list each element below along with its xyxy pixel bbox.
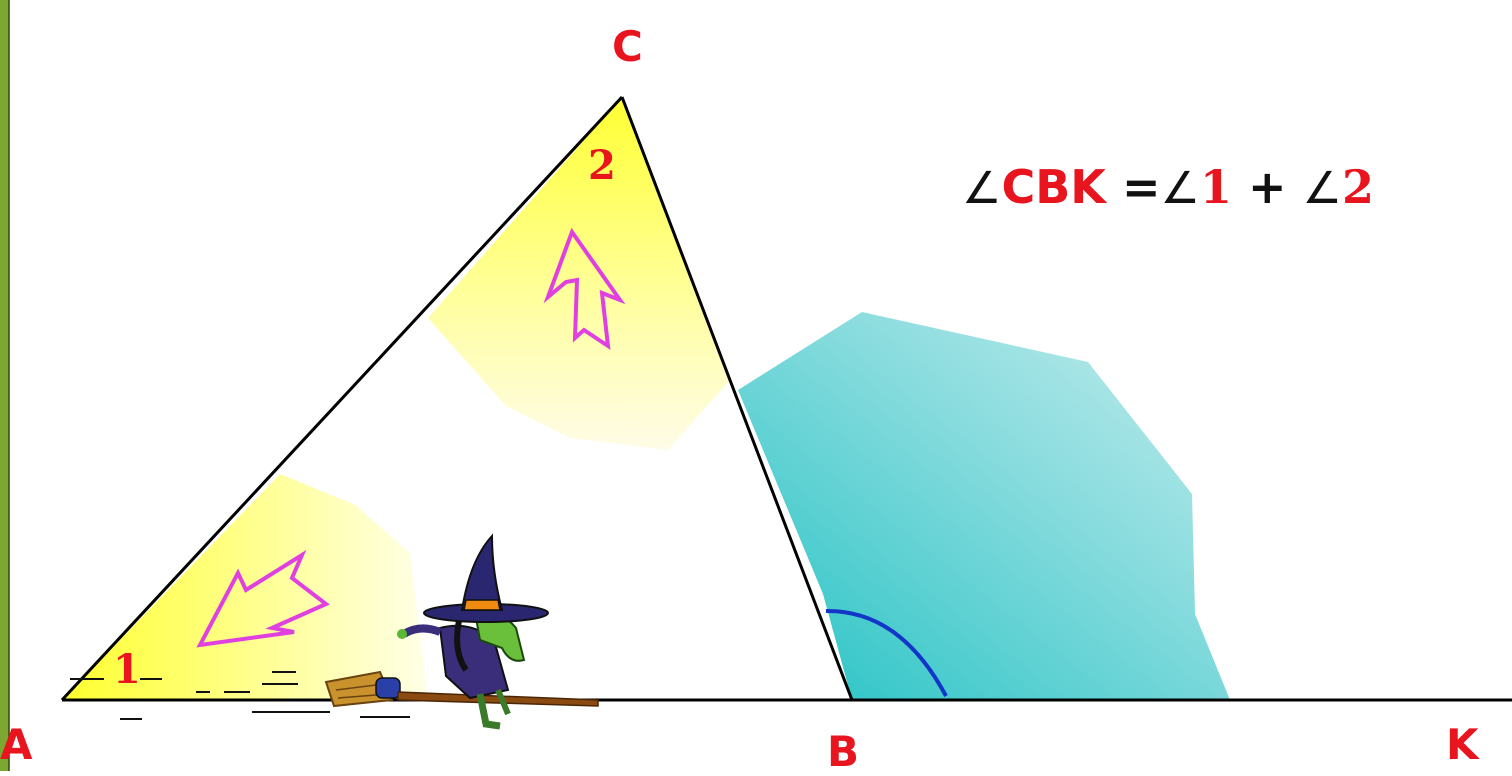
vertex-label-b: B (827, 727, 860, 776)
angle-2-label: 2 (588, 142, 616, 189)
formula-plus: + (1247, 160, 1287, 214)
vertex-label-a: A (0, 720, 33, 769)
vertex-label-k: K (1446, 720, 1479, 769)
arrow-icon (196, 549, 330, 648)
witch-on-broomstick-icon (324, 533, 599, 730)
speed-lines (70, 671, 410, 720)
side-cb (620, 96, 854, 701)
exterior-angle-region (738, 312, 1230, 700)
angle-symbol: ∠ (962, 163, 1002, 214)
angle-symbol: ∠ (1302, 163, 1342, 214)
angle-2-sector (428, 97, 730, 450)
arrow-icon (543, 227, 626, 351)
formula-term-1: 1 (1199, 160, 1232, 214)
side-ac (60, 95, 624, 702)
vertex-label-c: C (612, 22, 643, 71)
angle-1-label: 1 (113, 646, 141, 693)
angle-formula: ∠CBK =∠1 + ∠2 (962, 164, 1374, 211)
angle-symbol: ∠ (1160, 163, 1200, 214)
formula-lhs: CBK (1001, 160, 1106, 214)
formula-term-2: 2 (1341, 160, 1374, 214)
left-border (0, 0, 9, 771)
formula-equals: = (1121, 160, 1161, 214)
exterior-angle-arc (825, 608, 948, 697)
